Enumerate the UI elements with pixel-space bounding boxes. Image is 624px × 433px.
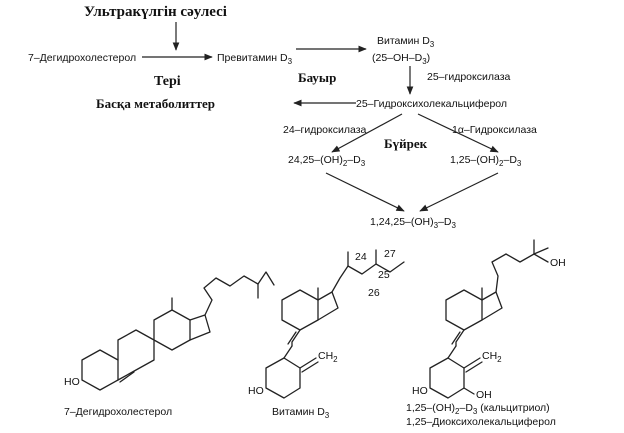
arrow-to-24-25 [331, 113, 403, 153]
svg-text:1,25–(OH)2–D3 (кальцитриол): 1,25–(OH)2–D3 (кальцитриол) [406, 402, 550, 416]
label-dehydrocholesterol: 7–Дегидрохолестерол [28, 52, 136, 64]
label-enzyme-24: 24–гидроксилаза [283, 124, 367, 136]
label-1-25-oh2-d3: 1,25–(OH)2–D3 [450, 154, 522, 168]
label-enzyme-1a: 1α–Гидроксилаза [452, 124, 537, 136]
label-24-25-oh2-d3: 24,25–(OH)2–D3 [288, 154, 366, 168]
svg-text:Витамин D3: Витамин D3 [272, 406, 330, 420]
svg-text:27: 27 [384, 248, 396, 260]
svg-text:OH: OH [476, 389, 492, 401]
label-25-oh-d3: (25–OH–D3) [372, 52, 430, 66]
arrow-24-25-to-trihydroxy [325, 172, 405, 212]
arrow-to-1-25 [417, 113, 499, 153]
label-previtamin-d3: Превитамин D3 [217, 52, 293, 66]
svg-text:HO: HO [412, 385, 428, 397]
svg-text:24: 24 [355, 251, 367, 263]
svg-text:1,25–Диоксихолекальциферол: 1,25–Диоксихолекальциферол [406, 416, 556, 428]
label-liver: Бауыр [298, 70, 336, 85]
structure-7-dehydrocholesterol: HO 7–Дегидрохолестерол [64, 271, 275, 418]
svg-text:CH2: CH2 [482, 350, 502, 364]
label-other-metabolites: Басқа метаболиттер [96, 96, 215, 111]
label-vitamin-d3: Витамин D3 [377, 35, 435, 49]
uv-title: Ультракүлгін сәулесі [84, 4, 227, 20]
svg-text:OH: OH [550, 257, 566, 269]
structure-calcitriol: OH CH2 HO OH 1,25–(OH)2–D3 (кальцитриол)… [406, 239, 566, 428]
svg-text:HO: HO [64, 376, 80, 388]
label-enzyme-25: 25–гидроксилаза [427, 71, 511, 83]
svg-text:HO: HO [248, 385, 264, 397]
svg-text:25: 25 [378, 269, 390, 281]
arrow-1-25-to-trihydroxy [419, 172, 499, 212]
label-hydroxycholecalciferol: 25–Гидроксихолекальциферол [356, 98, 507, 110]
label-skin: Тері [154, 74, 181, 89]
svg-text:CH2: CH2 [318, 350, 338, 364]
svg-text:26: 26 [368, 287, 380, 299]
structure-vitamin-d3: 24 27 25 26 CH2 HO Витамин D3 [248, 248, 405, 420]
svg-text:7–Дегидрохолестерол: 7–Дегидрохолестерол [64, 406, 172, 418]
label-1-24-25-oh3-d3: 1,24,25–(OH)3–D3 [370, 216, 457, 230]
label-kidney: Бүйрек [384, 136, 428, 151]
